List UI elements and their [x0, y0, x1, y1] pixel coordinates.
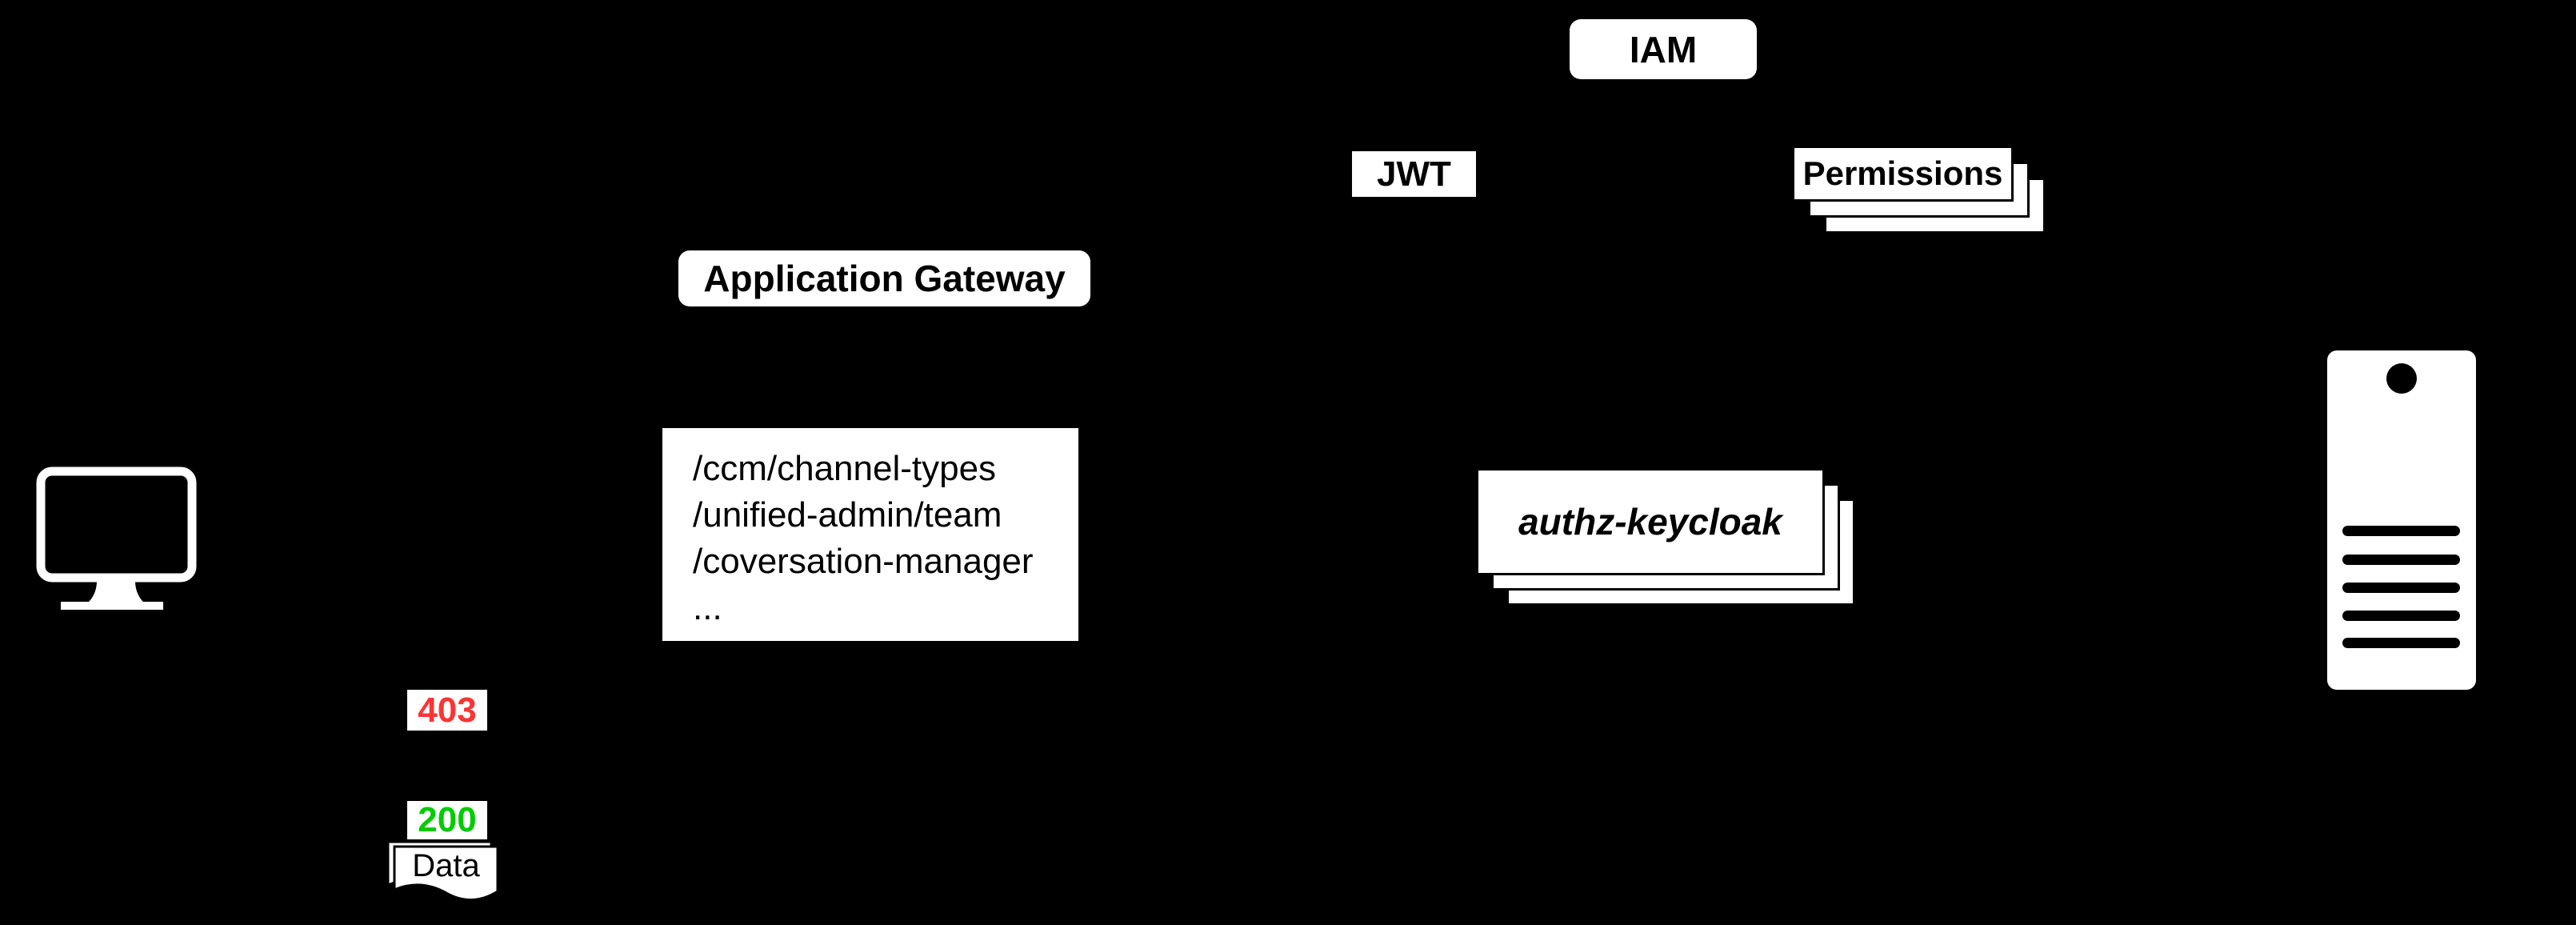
- status-200-label: 200: [418, 800, 477, 839]
- iam-label: IAM: [1629, 28, 1698, 70]
- route-line: /ccm/channel-types: [693, 449, 997, 488]
- jwt-node: JWT: [1352, 151, 1476, 197]
- iam-node: IAM: [1570, 19, 1757, 79]
- route-line: /unified-admin/team: [693, 495, 1002, 535]
- data-document-label: Data: [412, 847, 480, 883]
- monitor-icon: [36, 467, 197, 610]
- status-403-label: 403: [418, 690, 477, 730]
- status-403-node: 403: [407, 690, 487, 731]
- application-gateway-node: Application Gateway: [678, 250, 1090, 306]
- authz-keycloak-label: authz-keycloak: [1518, 501, 1782, 543]
- document-icon: [386, 840, 499, 901]
- authz-front-layer: authz-keycloak: [1476, 468, 1825, 575]
- permissions-node: Permissions: [1792, 146, 2064, 258]
- application-gateway-label: Application Gateway: [703, 258, 1066, 299]
- server-icon: [2327, 350, 2476, 690]
- data-document-node: Data: [385, 835, 509, 923]
- jwt-label: JWT: [1377, 154, 1451, 194]
- routes-list-node: /ccm/channel-types /unified-admin/team /…: [662, 428, 1078, 641]
- route-line: ...: [693, 588, 722, 627]
- authz-keycloak-node: authz-keycloak: [1476, 468, 1860, 612]
- permissions-front-layer: Permissions: [1792, 146, 2014, 202]
- status-200-node: 200: [407, 800, 487, 839]
- permissions-label: Permissions: [1802, 154, 2003, 192]
- route-line: /coversation-manager: [693, 542, 1034, 581]
